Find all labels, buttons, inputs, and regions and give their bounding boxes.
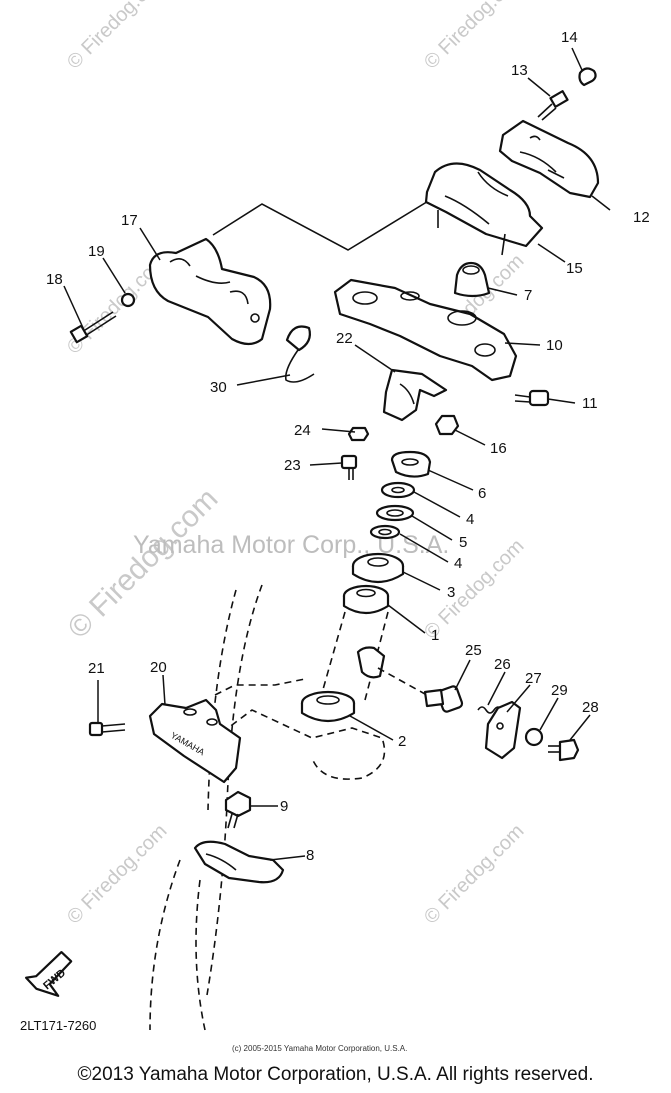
part-2-bearing — [300, 690, 356, 723]
part-7-cap — [453, 261, 491, 298]
callout-30: 30 — [210, 379, 227, 396]
callout-28: 28 — [582, 699, 599, 716]
callout-21: 21 — [88, 660, 105, 677]
part-18-bolt — [69, 311, 117, 344]
part-21-bolt — [88, 721, 126, 737]
fwd-arrow: FWD — [24, 951, 73, 997]
callout-8: 8 — [306, 847, 314, 864]
callout-6: 6 — [478, 485, 486, 502]
callout-11: 11 — [582, 395, 598, 412]
part-4-ring-nut — [380, 481, 416, 499]
callout-9: 9 — [280, 798, 288, 815]
part-20-lower-bracket: YAMAHA — [148, 698, 242, 784]
callout-18: 18 — [46, 271, 63, 288]
callout-22: 22 — [336, 330, 353, 347]
part-28-bolt — [548, 738, 580, 762]
part-22-bracket — [382, 368, 448, 422]
steering-stem — [319, 611, 389, 701]
callout-3: 3 — [447, 584, 455, 601]
part-9-bolt — [224, 790, 252, 829]
callout-24: 24 — [294, 422, 311, 439]
part-15-handle-holder — [424, 162, 544, 256]
part-6-lock-washer — [390, 450, 432, 478]
leader-lines — [63, 47, 611, 861]
watermark-site: © Firedog.com — [63, 820, 172, 929]
callouts: 1 2 3 4 4 5 6 7 8 9 10 11 12 13 14 15 16… — [46, 29, 650, 864]
callout-16: 16 — [490, 440, 507, 457]
footer-copyright: ©2013 Yamaha Motor Corporation, U.S.A. A… — [77, 1064, 594, 1085]
part-4-ring-nut-lower — [369, 524, 401, 540]
callout-12: 12 — [633, 209, 650, 226]
watermark-site-large: © Firedog.com — [62, 482, 225, 645]
callout-25: 25 — [465, 642, 482, 659]
callout-4: 4 — [466, 511, 474, 528]
callout-4b: 4 — [454, 555, 462, 572]
part-11-bolt — [514, 389, 550, 407]
callout-15: 15 — [566, 260, 583, 277]
part-10-upper-bracket — [333, 278, 518, 382]
part-16-nut — [434, 414, 460, 436]
callout-5: 5 — [459, 534, 467, 551]
small-copyright: (c) 2005-2015 Yamaha Motor Corporation, … — [232, 1044, 407, 1053]
part-25-stopper — [377, 667, 464, 713]
part-14-cap-nut — [578, 67, 597, 87]
part-17-handle-holder — [148, 237, 272, 346]
callout-7: 7 — [524, 287, 532, 304]
part-23-bolt — [340, 454, 358, 480]
part-3-bearing-cover — [351, 552, 405, 584]
part-27-bracket-plate — [484, 700, 522, 760]
callout-13: 13 — [511, 62, 528, 79]
frame-outline — [149, 584, 386, 1031]
part-29-washer — [524, 727, 544, 747]
part-24-nut — [347, 426, 370, 442]
watermark-site: © Firedog.com — [420, 820, 529, 929]
part-8-plate — [193, 840, 285, 884]
part-30-cable-guide — [284, 325, 315, 383]
callout-26: 26 — [494, 656, 511, 673]
callout-10: 10 — [546, 337, 563, 354]
diagram-code: 2LT171-7260 — [20, 1018, 96, 1033]
part-19-washer — [120, 292, 136, 308]
callout-17: 17 — [121, 212, 138, 229]
callout-23: 23 — [284, 457, 301, 474]
callout-2: 2 — [398, 733, 406, 750]
part-5-washer — [375, 504, 415, 522]
part-13-bolt — [537, 90, 569, 121]
callout-27: 27 — [525, 670, 542, 687]
part-12-upper-holder — [498, 119, 600, 199]
watermark-site: © Firedog.com — [63, 0, 172, 74]
link-line — [212, 199, 431, 251]
part-1-bearing — [342, 584, 390, 615]
callout-1: 1 — [431, 627, 439, 644]
callout-29: 29 — [551, 682, 568, 699]
callout-19: 19 — [88, 243, 105, 260]
callout-20: 20 — [150, 659, 167, 676]
callout-14: 14 — [561, 29, 578, 46]
